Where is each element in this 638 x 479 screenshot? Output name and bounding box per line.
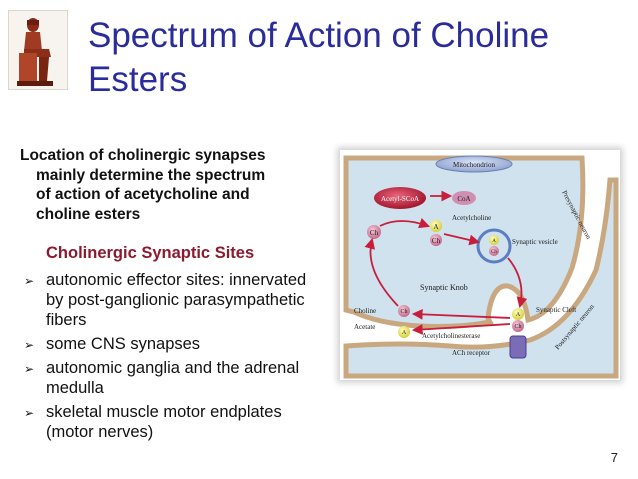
synaptic-vesicle-label: Synaptic vesicle (512, 238, 558, 246)
acetyl-molecule (512, 308, 524, 320)
choline-label: Choline (354, 307, 376, 315)
coa-label: CoA (457, 195, 470, 203)
seated-statue-logo (8, 10, 68, 90)
choline-molecule-label: Ch (514, 324, 521, 330)
acetyl-molecule-label: A (402, 330, 407, 336)
lead-line-1: Location of cholinergic synapses (20, 147, 266, 164)
arrowhead-bullet-icon: ➢ (24, 406, 35, 420)
section-subheading: Cholinergic Synaptic Sites (46, 244, 255, 262)
synaptic-sites-list: ➢ autonomic effector sites: innervated b… (24, 270, 334, 446)
slide-title-line-1: Spectrum of Action of Choline (88, 16, 550, 55)
synapse-diagram: Mitochondrion Acetyl-SCoA CoA Ch A Ch Ac… (340, 150, 620, 380)
acetyl-molecule (398, 326, 410, 338)
page-number: 7 (610, 450, 618, 465)
bullet-1-line-3: fibers (46, 311, 87, 329)
bullet-4-line-2: (motor nerves) (46, 423, 154, 441)
acetyl-molecule (489, 235, 499, 245)
choline-molecule (512, 320, 524, 332)
mitochondrion (435, 155, 513, 173)
choline-molecule-label: Ch (432, 237, 441, 245)
arrowhead-bullet-icon: ➢ (24, 274, 35, 288)
slide-title: Spectrum of Action of Choline Esters (88, 14, 628, 102)
bullet-2-line-1: some CNS synapses (46, 335, 201, 353)
choline-molecule-label: Ch (491, 250, 497, 255)
choline-molecule (367, 225, 381, 239)
lead-line-2: mainly determine the spectrum (36, 166, 266, 184)
acetyl-scoa-label: Acetyl-SCoA (381, 195, 419, 203)
synaptic-knob-label: Synaptic Knob (420, 283, 468, 292)
acetate-label: Acetate (354, 323, 375, 331)
lead-line-4: choline esters (36, 205, 141, 223)
slide-title-line-2: Esters (88, 60, 188, 99)
postsynaptic-neuron (343, 177, 619, 379)
bullet-3-line-2: medulla (46, 379, 104, 397)
choline-molecule (430, 234, 442, 246)
ach-receptor-label: ACh receptor (452, 349, 491, 357)
lead-paragraph: Location of cholinergic synapses mainly … (20, 146, 320, 224)
lead-line-3: of action of acetycholine and (36, 186, 250, 203)
acetylcholinesterase-label: Acetylcholinesterase (422, 332, 480, 340)
cholinergic-synapse-figure: Mitochondrion Acetyl-SCoA CoA Ch A Ch Ac… (340, 150, 620, 380)
choline-molecule-label: Ch (370, 229, 379, 237)
bullet-1-line-1: autonomic effector sites: innervated (46, 271, 307, 289)
acetyl-molecule-label: A (492, 239, 496, 244)
bullet-4-line-1: skeletal muscle motor endplates (46, 403, 282, 421)
bullet-1-line-2: by post-ganglionic parasympathetic (46, 291, 305, 309)
acetyl-molecule-label: A (516, 312, 521, 318)
bullet-3-line-1: autonomic ganglia and the adrenal (46, 359, 300, 377)
arrowhead-bullet-icon: ➢ (24, 338, 35, 352)
coa-molecule (452, 191, 476, 205)
list-item: ➢ autonomic ganglia and the adrenal medu… (24, 358, 334, 398)
pathway-arrows (364, 190, 528, 335)
list-item: ➢ autonomic effector sites: innervated b… (24, 270, 334, 330)
list-item: ➢ some CNS synapses (24, 334, 334, 354)
acetylcholine-label: Acetylcholine (452, 214, 491, 222)
choline-molecule (489, 246, 499, 256)
arrowhead-bullet-icon: ➢ (24, 362, 35, 376)
ach-receptor (509, 335, 527, 359)
synaptic-cleft-label: Synaptic Cleft (536, 306, 576, 314)
statue-icon (9, 11, 67, 89)
acetyl-molecule (430, 220, 442, 232)
choline-molecule-label: Ch (400, 309, 407, 315)
acetyl-molecule-label: A (433, 223, 438, 231)
list-item: ➢ skeletal muscle motor endplates (motor… (24, 402, 334, 442)
choline-molecule (398, 305, 410, 317)
mitochondrion-label: Mitochondrion (453, 161, 495, 169)
acetyl-scoa-molecule (374, 187, 426, 209)
